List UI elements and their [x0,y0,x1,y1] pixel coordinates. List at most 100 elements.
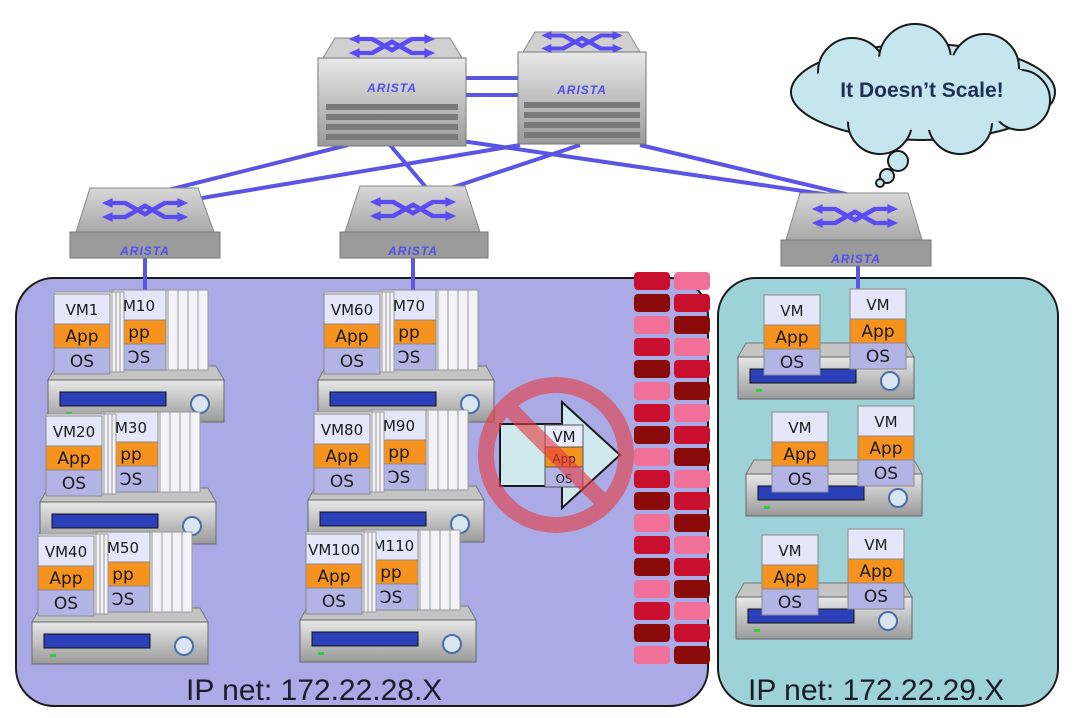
os-label: OS [62,474,86,494]
vm-label: VM80 [321,421,363,439]
app-label: pp [120,445,142,465]
firewall-brick [634,492,670,510]
app-label: pp [128,323,150,343]
app-label: App [869,439,902,459]
firewall [634,272,710,664]
firewall-brick [634,272,670,290]
os-label: OS [322,592,346,612]
leaf-right-brand-label: ARISTA [830,252,881,266]
left-server-group: M10ppƆSVM1AppOSM30ppƆSVM20AppOSM50ppƆSVM… [31,289,495,665]
firewall-brick [674,404,710,422]
firewall-brick [634,624,670,642]
firewall-brick [674,602,710,620]
vm-label: VM60 [331,301,373,319]
firewall-brick [634,536,670,554]
firewall-brick [674,470,710,488]
leaf-left-brand-label: ARISTA [119,244,170,258]
firewall-brick [634,470,670,488]
spine1-brand-label: ARISTA [366,81,417,95]
firewall-brick [674,624,710,642]
app-label: App [859,562,892,582]
firewall-brick [634,514,670,532]
firewall-brick [674,558,710,576]
app-label: App [65,327,98,347]
subnet-left-label: IP net: 172.22.28.X [186,674,442,707]
app-label: pp [112,565,134,585]
firewall-brick [634,448,670,466]
os-label: OS [788,470,812,490]
right-server-group: VMAppOSVMAppOSVMAppOSVMAppOSVMAppOSVMApp… [735,288,923,640]
migrating-vm-label: VM [552,428,575,446]
leaf-switch-middle: ARISTA [339,185,489,259]
os-label: ƆS [120,470,143,490]
os-label: ƆS [112,590,135,610]
app-label: App [57,449,90,469]
app-label: App [775,328,808,348]
app-label: App [783,445,816,465]
vm-label: M50 [107,539,139,557]
vm-label: VM [864,536,887,554]
vm-label: VM40 [45,543,87,561]
spine-switch-2: ARISTA [517,31,647,145]
firewall-brick [634,426,670,444]
firewall-brick [634,316,670,334]
vm-label: VM100 [308,541,360,559]
firewall-brick [674,272,710,290]
os-label: OS [70,352,94,372]
firewall-brick [674,646,710,664]
vm-label: M90 [383,417,415,435]
leaf-middle-brand-label: ARISTA [387,244,438,258]
app-label: App [861,322,894,342]
app-label: App [335,327,368,347]
os-label: OS [780,353,804,373]
os-label: OS [866,347,890,367]
firewall-brick [634,580,670,598]
leaf-switch-left: ARISTA [69,187,221,259]
firewall-brick [634,558,670,576]
thought-bubble [790,23,1056,188]
firewall-brick [674,426,710,444]
vm-label: VM [780,302,803,320]
app-label: App [317,567,350,587]
app-label: App [49,569,82,589]
vm-label: VM1 [66,301,99,319]
prohibited-icon [478,377,634,533]
os-label: OS [874,464,898,484]
network-links [143,76,860,292]
app-label: App [773,568,806,588]
os-label: ƆS [388,468,411,488]
firewall-brick [634,338,670,356]
vm-label: VM20 [53,423,95,441]
firewall-brick [674,360,710,378]
os-label: OS [340,352,364,372]
os-label: OS [54,594,78,614]
server-chassis [31,607,209,665]
leaf-switch-right: ARISTA [780,192,932,267]
vm-label: M30 [115,419,147,437]
vm-label: VM [874,413,897,431]
vm-label: ’M110 [368,537,414,555]
firewall-brick [634,294,670,312]
app-label: pp [388,443,410,463]
firewall-brick [674,580,710,598]
firewall-brick [634,360,670,378]
app-label: App [325,447,358,467]
vm-label: VM [866,296,889,314]
os-label: OS [864,587,888,607]
